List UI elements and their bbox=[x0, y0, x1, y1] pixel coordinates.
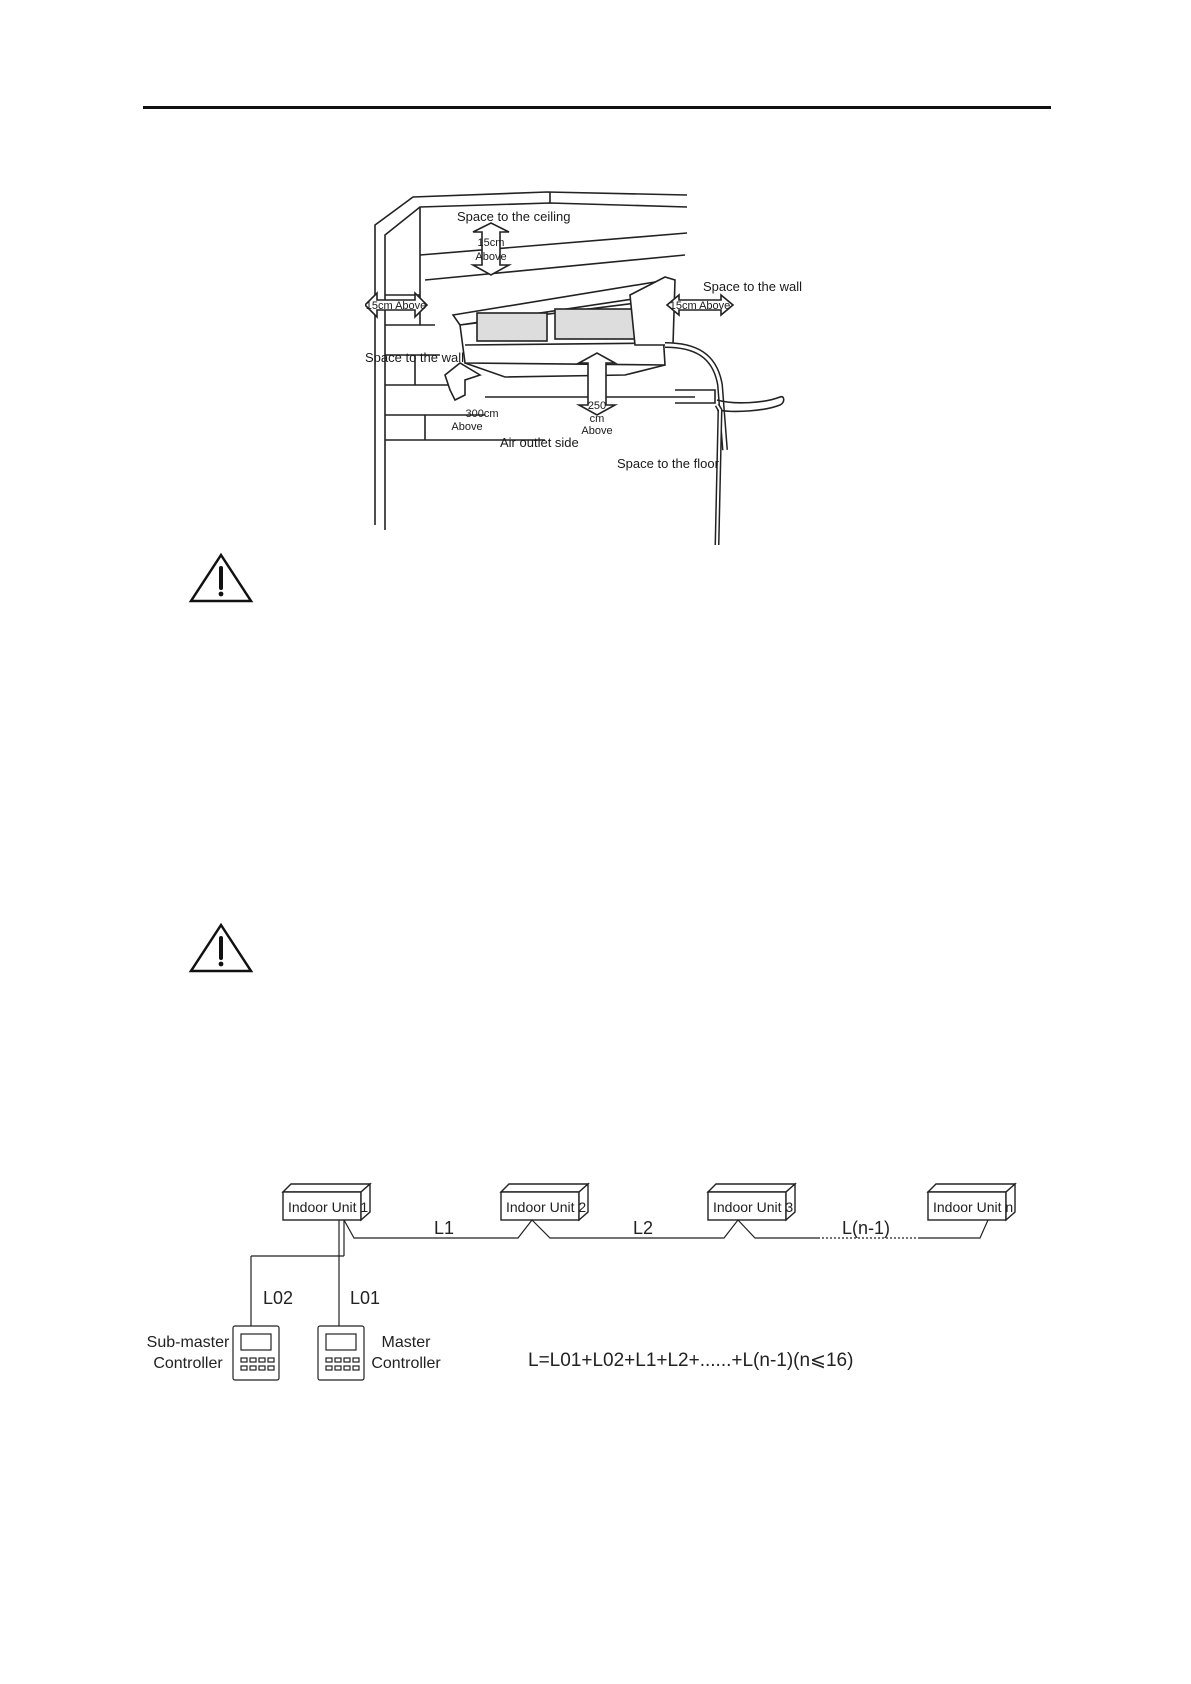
label-indoor-unit-2: Indoor Unit 2 bbox=[506, 1199, 586, 1215]
label-outlet-above: Above bbox=[451, 421, 482, 433]
label-floor-dist: 250 bbox=[588, 400, 606, 412]
installation-clearance-figure: Space to the ceiling 15cm Above Space to… bbox=[365, 191, 802, 546]
label-master-1: Master bbox=[382, 1334, 432, 1351]
label-floor-above: Above bbox=[581, 425, 612, 437]
label-indoor-unit-1: Indoor Unit 1 bbox=[288, 1199, 368, 1215]
indoor-unit-3 bbox=[706, 1182, 797, 1222]
label-floor: Space to the floor bbox=[617, 456, 720, 471]
label-l01: L01 bbox=[350, 1288, 380, 1308]
label-master-2: Controller bbox=[371, 1355, 441, 1372]
master-controller bbox=[317, 1325, 365, 1381]
label-indoor-unit-3: Indoor Unit 3 bbox=[713, 1199, 793, 1215]
cable-length-formula: L=L01+L02+L1+L2+......+L(n-1)(n⩽16) bbox=[528, 1350, 853, 1371]
label-indoor-unit-n: Indoor Unit n bbox=[933, 1199, 1013, 1215]
warning-icon bbox=[188, 922, 254, 973]
label-wall-right-dist: 15cm Above bbox=[670, 300, 731, 312]
label-ceiling-above: Above bbox=[475, 251, 506, 263]
label-segment-l1: L1 bbox=[434, 1218, 454, 1238]
label-ceiling-dist: 15cm bbox=[478, 237, 505, 249]
label-ceiling: Space to the ceiling bbox=[457, 209, 570, 224]
label-l02: L02 bbox=[263, 1288, 293, 1308]
label-sub-master-2: Controller bbox=[153, 1355, 223, 1372]
label-floor-unit: cm bbox=[590, 413, 605, 425]
label-wall-left: Space to the wall bbox=[365, 350, 464, 365]
warning-icon bbox=[188, 552, 254, 603]
indoor-unit-1 bbox=[281, 1182, 372, 1222]
wiring-diagram: Indoor Unit 1 Indoor Unit 2 Indoor Unit … bbox=[147, 1182, 1017, 1381]
header-rule bbox=[143, 106, 1051, 109]
label-outlet-dist: 300cm bbox=[465, 408, 498, 420]
sub-master-controller bbox=[232, 1325, 280, 1381]
label-segment-ln: L(n-1) bbox=[842, 1218, 890, 1238]
label-outlet: Air outlet side bbox=[500, 435, 579, 450]
label-sub-master-1: Sub-master bbox=[147, 1334, 230, 1351]
indoor-unit-n bbox=[926, 1182, 1017, 1222]
indoor-unit-2 bbox=[499, 1182, 590, 1222]
label-segment-l2: L2 bbox=[633, 1218, 653, 1238]
label-wall-left-dist: 15cm Above bbox=[366, 300, 427, 312]
label-wall-right: Space to the wall bbox=[703, 279, 802, 294]
